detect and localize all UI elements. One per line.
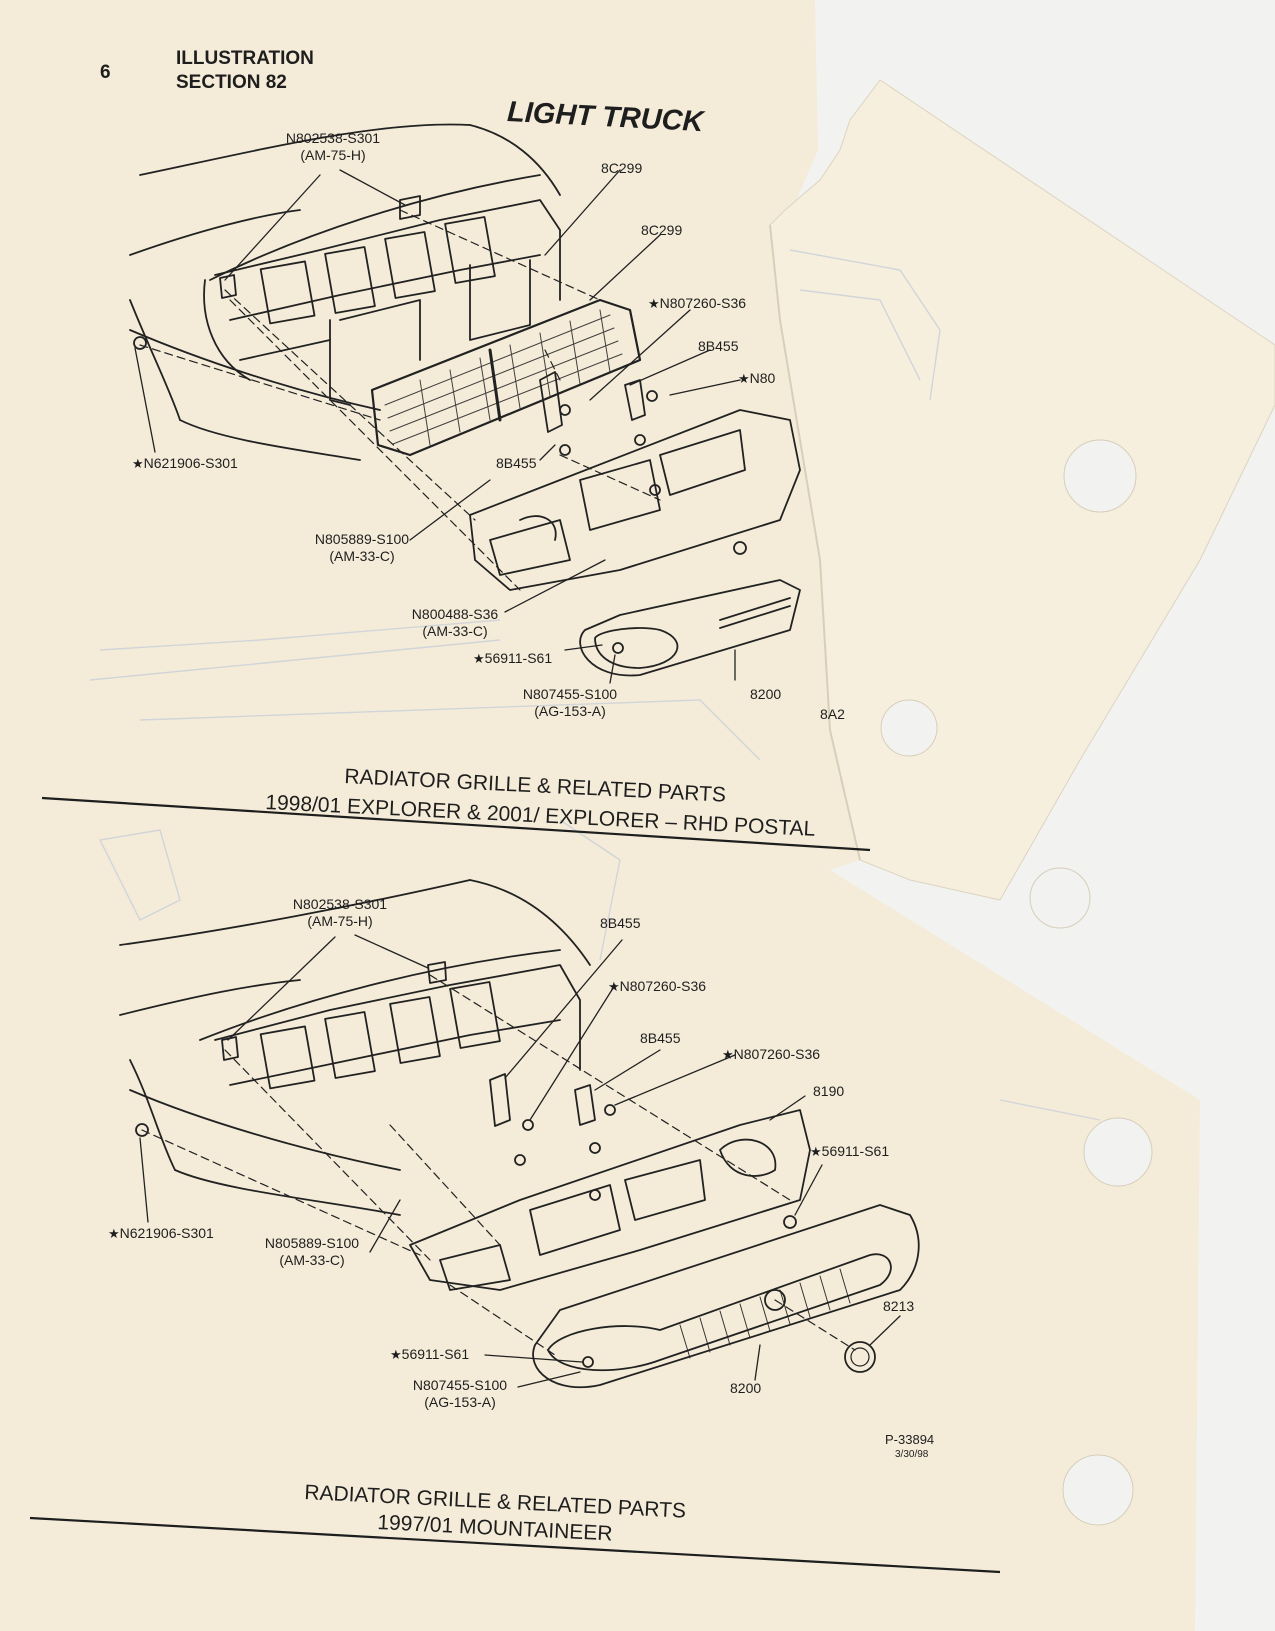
show-through-ghost-drawing xyxy=(89,249,1101,1121)
punch-hole-2 xyxy=(880,699,938,757)
bottom-callout-n807455-code: (AG-153-A) xyxy=(424,1394,496,1410)
top-callout-n807260: N807260-S36 xyxy=(648,295,746,312)
punch-hole-4 xyxy=(1083,1117,1153,1187)
bottom-callout-n807260-b: N807260-S36 xyxy=(722,1046,820,1063)
torn-paper-flap xyxy=(769,79,1275,901)
top-callout-8b455-right: 8B455 xyxy=(698,338,739,354)
section-label: SECTION 82 xyxy=(176,72,287,93)
bottom-callout-8213: 8213 xyxy=(883,1298,915,1314)
bottom-callout-n807260-a: N807260-S36 xyxy=(608,978,706,995)
top-callout-56911: 56911-S61 xyxy=(473,650,552,667)
bottom-callout-56911-left: 56911-S61 xyxy=(390,1346,469,1363)
top-callout-n80-cut: N80 xyxy=(738,370,776,387)
bottom-callout-8b455-top: 8B455 xyxy=(600,915,641,931)
top-callout-n807455: N807455-S100 xyxy=(522,686,618,702)
figure-reference-code: P-33894 xyxy=(885,1432,935,1447)
main-paper-sheet xyxy=(0,0,1200,1631)
top-callout-n802538-code: (AM-75-H) xyxy=(300,147,366,163)
top-callout-n621906: N621906-S301 xyxy=(132,455,238,472)
top-callout-8b455-left: 8B455 xyxy=(496,455,537,471)
top-callout-8c299-a: 8C299 xyxy=(601,160,643,176)
bottom-callout-n805889-code: (AM-33-C) xyxy=(279,1252,345,1268)
top-callout-8c299-b: 8C299 xyxy=(641,222,683,238)
bottom-callout-n802538-code: (AM-75-H) xyxy=(307,913,373,929)
punch-hole-3 xyxy=(1029,867,1091,929)
top-callout-n805889-code: (AM-33-C) xyxy=(329,548,395,564)
top-grille-exploded-diagram xyxy=(129,123,801,684)
bottom-callout-8200: 8200 xyxy=(730,1380,762,1396)
figure-reference-date: 3/30/98 xyxy=(895,1449,929,1460)
top-callout-8a-cut: 8A2 xyxy=(820,706,845,722)
top-callout-n800488-code: (AM-33-C) xyxy=(422,623,488,639)
bottom-callout-56911-right: 56911-S61 xyxy=(810,1143,889,1160)
top-callout-n802538: N802538-S301 xyxy=(285,130,381,146)
top-callout-n800488: N800488-S36 xyxy=(411,606,499,622)
bottom-callout-8b455-mid: 8B455 xyxy=(640,1030,681,1046)
bottom-callout-n805889: N805889-S100 xyxy=(264,1235,360,1251)
bottom-callout-n807455: N807455-S100 xyxy=(412,1377,508,1393)
section-divider-bottom xyxy=(29,1516,1001,1574)
bottom-callout-n621906: N621906-S301 xyxy=(108,1225,214,1242)
bottom-callout-8190: 8190 xyxy=(813,1083,845,1099)
top-callout-n807455-code: (AG-153-A) xyxy=(534,703,606,719)
section-divider-top xyxy=(41,796,871,852)
page-number: 6 xyxy=(100,62,111,83)
punch-hole-1 xyxy=(1063,439,1137,513)
punch-hole-5 xyxy=(1062,1454,1134,1526)
illustration-label: ILLUSTRATION xyxy=(176,48,314,69)
bottom-callout-n802538: N802538-S301 xyxy=(292,896,388,912)
bottom-grille-exploded-diagram xyxy=(119,879,920,1389)
top-callout-n805889: N805889-S100 xyxy=(314,531,410,547)
fold-shadow xyxy=(769,224,861,861)
top-callout-8200: 8200 xyxy=(750,686,782,702)
